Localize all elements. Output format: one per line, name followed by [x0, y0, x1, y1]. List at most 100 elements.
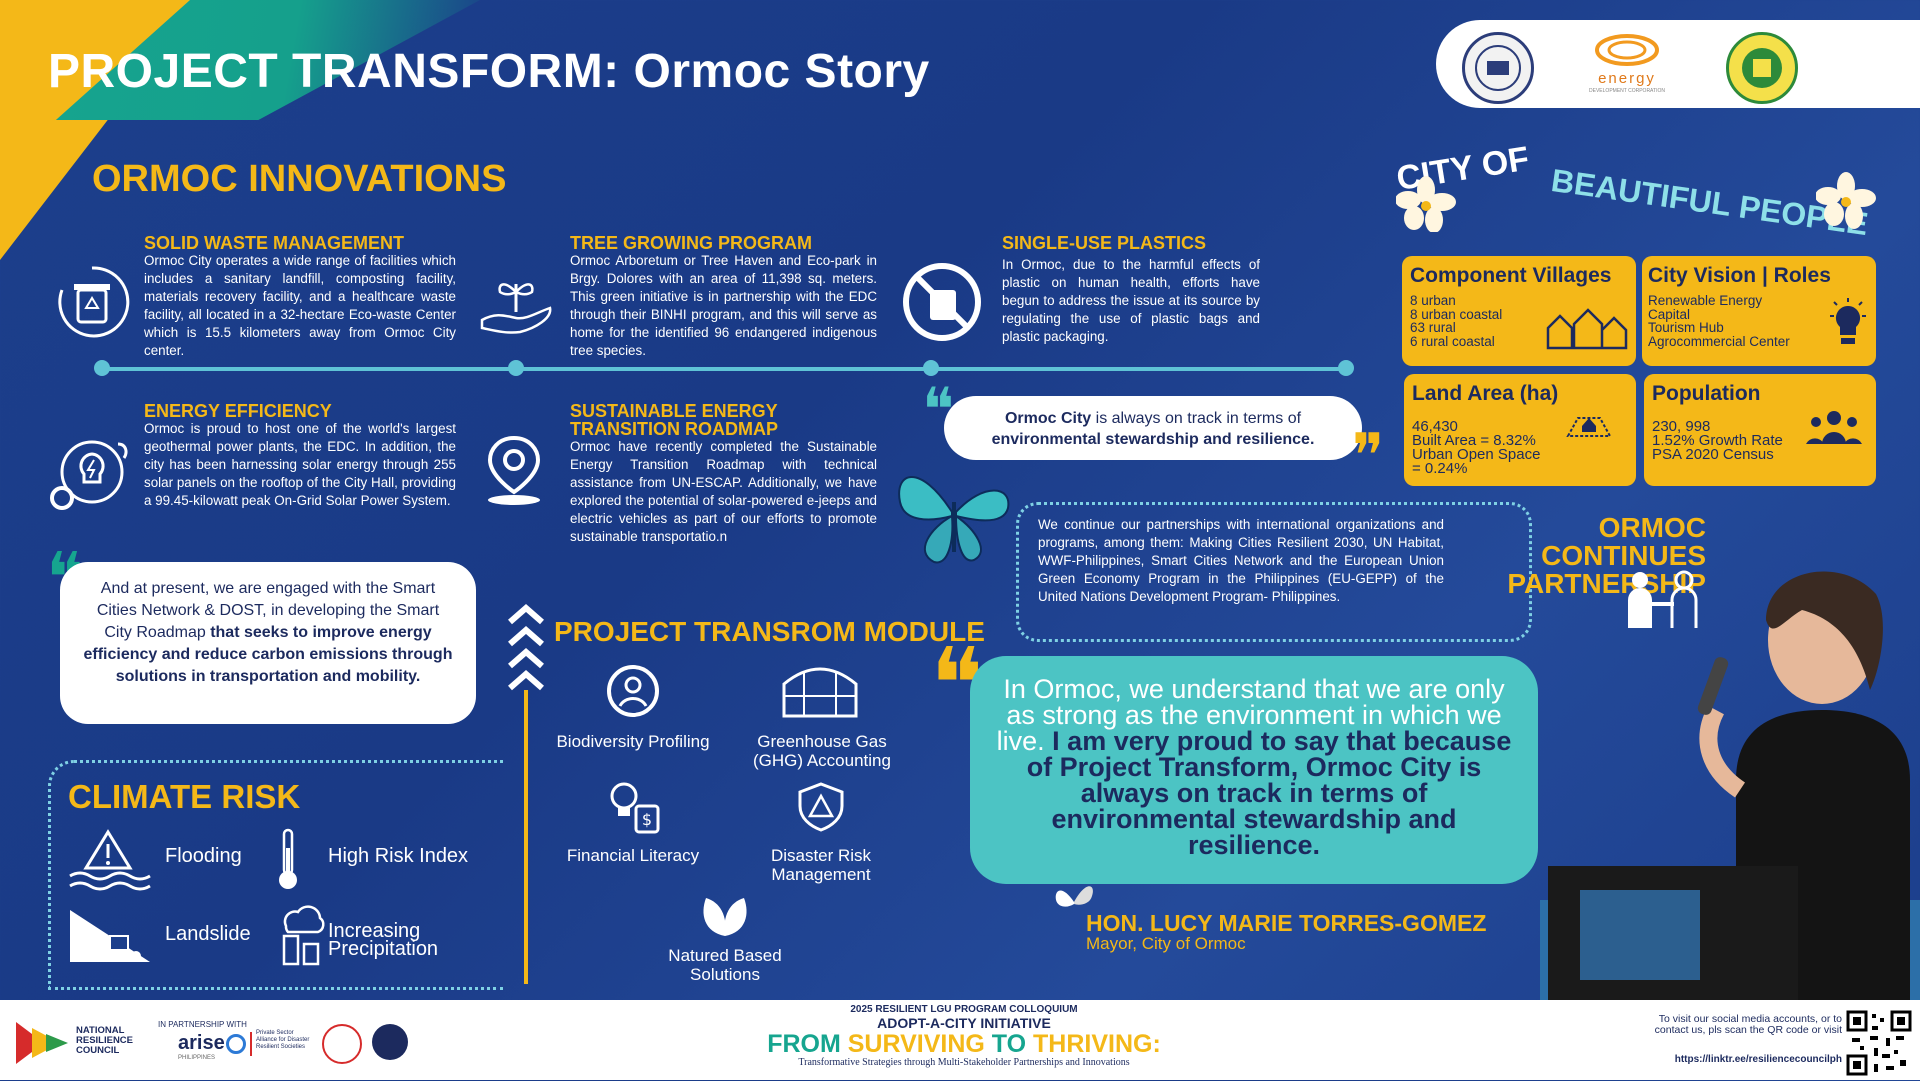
climate-flooding-label: Flooding — [165, 845, 242, 867]
finance-bulb-icon: $ — [604, 776, 662, 838]
smart-city-quote-emphasis: that seeks to improve energy efficiency … — [83, 624, 453, 685]
module-drm-label: Disaster Risk Management — [770, 846, 872, 884]
tagline-part: TO — [984, 1030, 1033, 1058]
social-text: To visit our social media accounts, or t… — [1654, 1013, 1842, 1036]
svg-text:$: $ — [642, 810, 652, 829]
village-line: 6 rural coastal — [1410, 333, 1495, 349]
person-circle-icon — [606, 664, 660, 718]
timeline-dot — [1338, 360, 1354, 376]
village-line: 63 rural — [1410, 320, 1456, 335]
initiative-title: ADOPT-A-CITY INITIATIVE — [877, 1015, 1051, 1031]
population-line: 230, 998 — [1652, 418, 1711, 435]
psadr-text: Private Sector Alliance for Disaster Res… — [256, 1030, 310, 1050]
edc-logo-subtext: DEVELOPMENT CORPORATION — [1589, 88, 1665, 94]
edc-logo-text: energy — [1598, 70, 1656, 87]
component-villages-box: Component Villages 8 urban 8 urban coast… — [1402, 256, 1636, 366]
tagline-part: SURVIVING — [847, 1030, 985, 1058]
people-group-icon — [1804, 408, 1864, 453]
innovations-timeline — [100, 367, 1348, 371]
arise-subtext: PHILIPPINES — [178, 1055, 216, 1061]
idea-bulb-icon — [1826, 296, 1870, 353]
smart-city-quote-box: And at present, we are engaged with the … — [60, 562, 476, 724]
card-body-tree-growing: Ormoc Arboretum or Tree Haven and Eco-pa… — [570, 253, 877, 358]
city-vision-box: City Vision | Roles Renewable Energy Cap… — [1642, 256, 1876, 366]
vision-line: Tourism Hub — [1648, 320, 1724, 335]
population-title: Population — [1652, 382, 1761, 405]
speaker-name: HON. LUCY MARIE TORRES-GOMEZ — [1086, 910, 1487, 936]
nrc-name: NATIONAL RESILIENCE COUNCIL — [76, 1025, 134, 1056]
qr-code[interactable] — [1846, 1010, 1912, 1076]
track-quote-emphasis: Ormoc City — [1004, 410, 1092, 427]
nrc-logo — [14, 1020, 70, 1066]
butterfly-small-icon — [1052, 872, 1096, 918]
quote-mark-icon: ❞ — [1352, 421, 1385, 491]
handshake-people-icon — [1620, 570, 1704, 630]
vision-line: Capital — [1648, 306, 1691, 322]
card-body-solid-waste: Ormoc City operates a wide range of faci… — [144, 253, 456, 358]
climate-risk-title: CLIMATE RISK — [68, 778, 301, 815]
colloquium-title: 2025 RESILIENT LGU PROGRAM COLLOQUIUM — [850, 1004, 1078, 1015]
warning-shield-icon — [796, 782, 846, 832]
partnership-label: IN PARTNERSHIP WITH — [158, 1020, 247, 1029]
partnership-title-line: ORMOC CONTINUES — [1541, 512, 1706, 571]
climate-risk-panel — [48, 760, 503, 990]
mayor-quote-emphasis: I am very proud to say that because of P… — [1026, 726, 1512, 860]
mayor-quote-text: In Ormoc, we understand that we are only… — [996, 674, 1505, 756]
card-body-single-use-plastics: In Ormoc, due to the harmful effects of … — [1002, 257, 1260, 344]
population-box: Population 230, 998 1.52% Growth Rate PS… — [1644, 374, 1876, 486]
population-line: 1.52% Growth Rate — [1652, 432, 1783, 449]
track-quote-emphasis: environmental stewardship and resilience… — [991, 431, 1315, 448]
land-line: Urban Open Space — [1412, 446, 1541, 463]
vision-line: Agrocommercial Center — [1648, 333, 1790, 349]
timeline-dot — [923, 360, 939, 376]
plant-hand-icon — [476, 262, 556, 342]
partnership-body: We continue our partnerships with intern… — [1038, 517, 1444, 604]
linktree-link[interactable]: https://linktr.ee/resiliencecouncilph — [1674, 1054, 1842, 1065]
no-plastic-bag-icon — [900, 260, 984, 344]
footer: NATIONAL RESILIENCE COUNCIL IN PARTNERSH… — [0, 1000, 1920, 1080]
divider — [250, 1032, 252, 1056]
edc-logo: energy DEVELOPMENT CORPORATION — [1582, 30, 1672, 100]
land-area-icon — [1564, 408, 1614, 445]
module-vertical-bar — [524, 690, 528, 984]
timeline-dot — [94, 360, 110, 376]
thermometer-icon — [276, 828, 300, 892]
climate-precipitation-label: Increasing Precipitation — [328, 920, 439, 960]
climate-high-risk-label: High Risk Index — [328, 845, 469, 867]
module-biodiversity-label: Biodiversity Profiling — [556, 732, 710, 751]
speaker-photo — [1540, 560, 1920, 1000]
arise-logo-text: arise — [178, 1032, 225, 1054]
greenhouse-icon — [780, 660, 860, 718]
land-line: Built Area = 8.32% — [1412, 432, 1536, 449]
smart-city-quote-text: And at present, we are engaged with the … — [96, 580, 440, 641]
city-vision-title: City Vision | Roles — [1648, 264, 1831, 287]
module-financial-label: Financial Literacy — [566, 846, 700, 865]
chevron-up-icon — [506, 604, 546, 704]
energy-bulb-gear-icon — [46, 434, 132, 518]
component-villages-title: Component Villages — [1410, 264, 1612, 287]
land-area-box: Land Area (ha) 46,430 Built Area = 8.32%… — [1404, 374, 1636, 486]
tagline-part: THRIVING: — [1033, 1030, 1161, 1058]
rain-cloud-icon — [276, 904, 326, 966]
leaves-icon — [698, 892, 752, 938]
village-houses-icon — [1544, 298, 1628, 355]
timeline-dot — [508, 360, 524, 376]
card-title-single-use-plastics: SINGLE-USE PLASTICS — [1002, 233, 1207, 253]
land-area-title: Land Area (ha) — [1412, 382, 1559, 405]
card-title-solid-waste: SOLID WASTE MANAGEMENT — [144, 233, 404, 253]
card-title-energy-roadmap: SUSTAINABLE ENERGY TRANSITION ROADMAP — [570, 401, 778, 439]
track-quote-text: is always on track in terms of — [1091, 410, 1302, 427]
partnership-panel — [1016, 502, 1532, 642]
track-quote-box: Ormoc City is always on track in terms o… — [944, 396, 1362, 460]
partner-seal-logo — [372, 1024, 408, 1060]
waste-bin-recycle-icon — [52, 262, 132, 342]
module-title: PROJECT TRANSROM MODULE — [554, 616, 985, 647]
logo-bar: energy DEVELOPMENT CORPORATION — [1436, 20, 1920, 108]
tagline-sub: Transformative Strategies through Multi-… — [798, 1057, 1130, 1068]
innovations-title: ORMOC INNOVATIONS — [92, 158, 507, 200]
tagline: FROM SURVIVING TO THRIVING: — [734, 1031, 1194, 1057]
module-nbs-label: Natured Based Solutions — [668, 946, 782, 984]
tagline-part: FROM — [767, 1030, 848, 1058]
module-ghg-label: Greenhouse Gas (GHG) Accounting — [753, 732, 891, 770]
land-line: = 0.24% — [1412, 460, 1468, 477]
